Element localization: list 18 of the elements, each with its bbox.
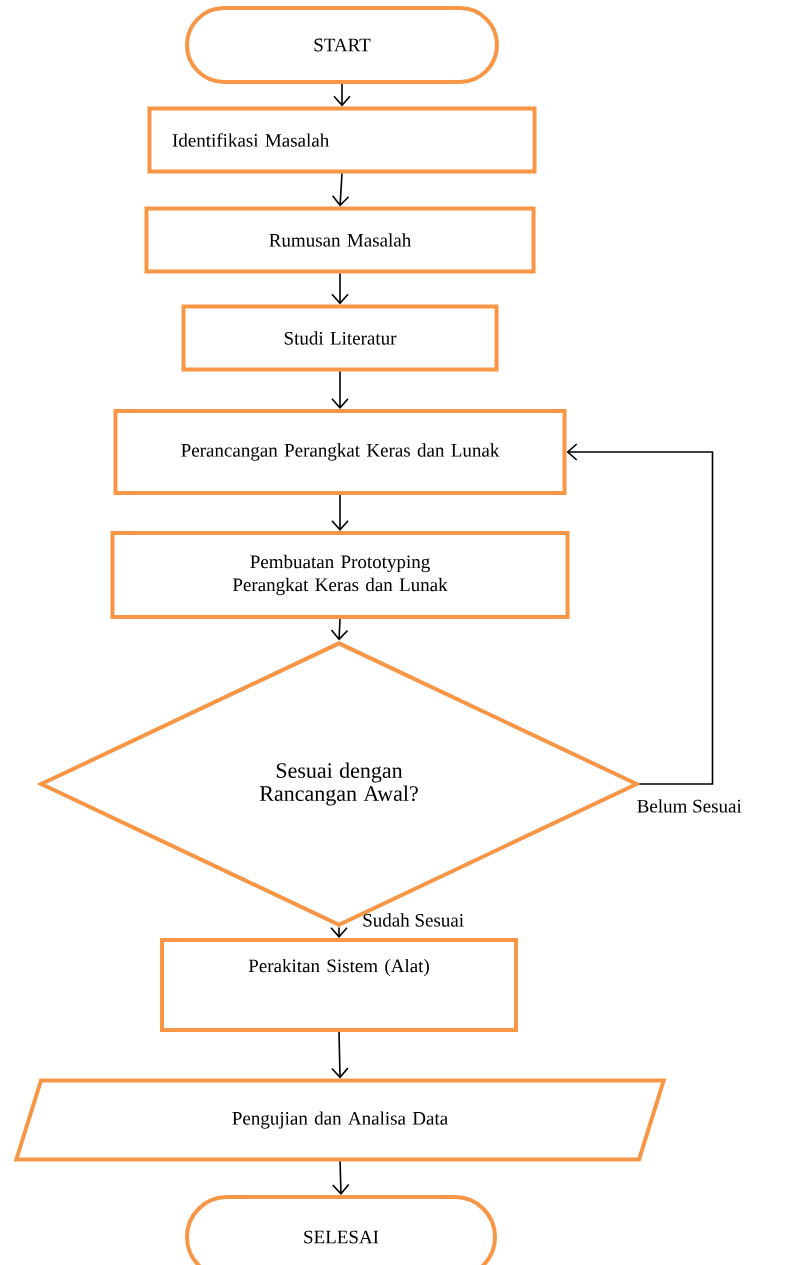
edge-label: Sudah Sesuai [363,913,464,927]
process-box: Identifikasi Masalah [147,106,537,174]
arrow [331,494,349,531]
process-box: Rumusan Masalah [144,206,536,274]
arrow [331,370,349,409]
arrow [330,618,349,641]
process-box: Perancangan Perangkat Keras dan Lunak [113,409,567,495]
arrow [331,272,349,305]
start-terminator: START [185,6,499,84]
process-box: Studi Literatur [181,304,499,372]
process-box: Pembuatan Prototyping Perangkat Keras dan Lunak [110,531,570,619]
process-box: Perakitan Sistem (Alat) [160,938,518,1032]
arrow [331,1160,350,1195]
arrow [566,443,714,785]
arrow [333,83,351,107]
end-terminator: SELESAI [185,1195,497,1265]
arrow [331,1031,349,1079]
arrow [331,172,350,207]
